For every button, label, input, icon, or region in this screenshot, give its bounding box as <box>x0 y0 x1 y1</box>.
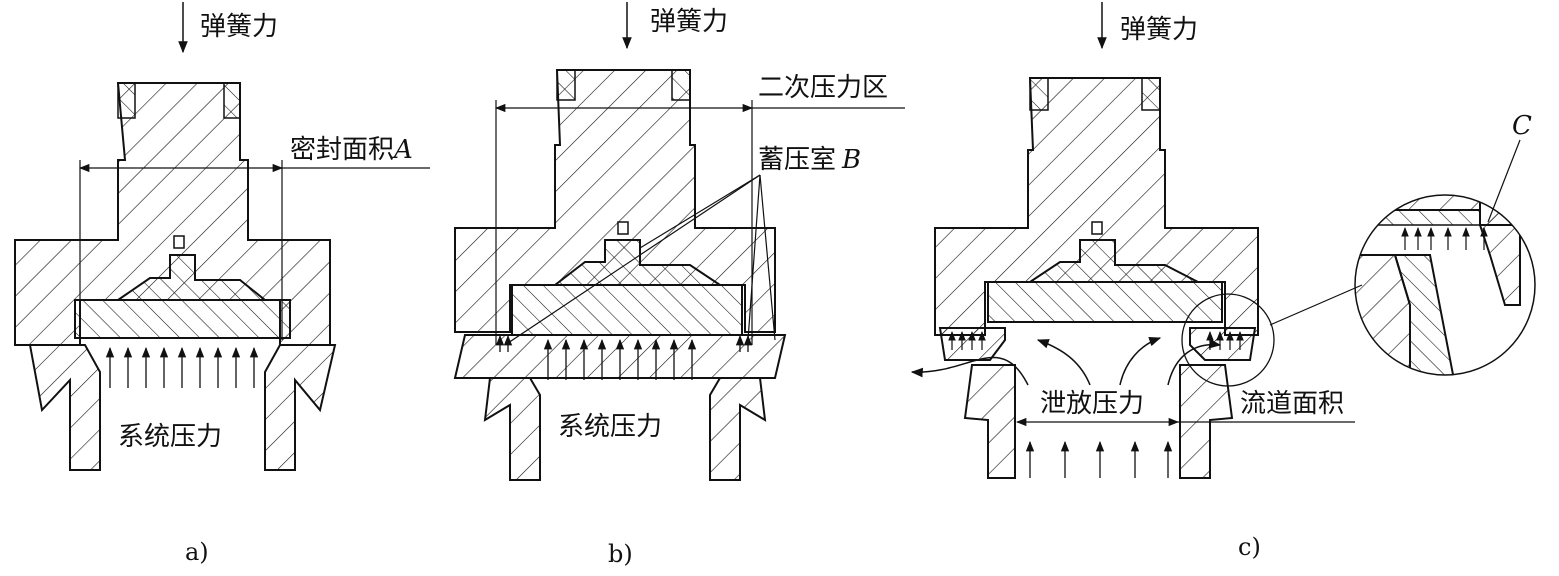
accum-leader-1-b <box>639 174 761 249</box>
spring-label-a: 弹簧力 <box>200 12 278 42</box>
nozzle-left-a <box>28 344 101 471</box>
detail-symbol-c: C <box>1512 111 1532 141</box>
panel-a: 弹簧力 密封面积A 系统压力 a) <box>14 2 430 566</box>
pin-c <box>1091 221 1103 235</box>
caption-b: b) <box>608 540 633 568</box>
guide-right-a <box>223 82 241 119</box>
guide-left-b <box>556 69 576 101</box>
spring-label-c: 弹簧力 <box>1120 15 1198 45</box>
disc-a <box>74 254 291 339</box>
guide-right-c <box>1141 77 1161 111</box>
guide-right-b <box>671 69 691 101</box>
system-pressure-arrows-a <box>105 346 259 388</box>
panel-b: 弹簧力 二次压力区 <box>453 2 905 568</box>
nozzle-left-b <box>483 377 541 481</box>
disc-holder-b <box>454 69 776 333</box>
flow-curve-mid-c <box>1036 339 1091 386</box>
accum-leader-3-b <box>747 174 761 341</box>
flow-curve-right-c <box>1167 338 1222 386</box>
flow-curve-mid2-c <box>1119 337 1162 386</box>
flow-area-label-c: 流道面积 <box>1240 389 1344 419</box>
disc-c <box>987 239 1223 323</box>
caption-a: a) <box>185 538 209 566</box>
detail-circle-c <box>1354 194 1536 376</box>
accum-leader-4-b <box>759 174 776 341</box>
accum-leader-2-b <box>504 174 761 346</box>
pin-a <box>173 235 185 249</box>
secondary-zone-label-b: 二次压力区 <box>758 73 888 103</box>
system-pressure-arrows-b <box>495 334 753 380</box>
seal-label-a: 密封面积A <box>290 135 413 165</box>
nozzle-right-b <box>709 377 767 481</box>
guide-left-a <box>117 82 136 119</box>
guide-left-c <box>1029 77 1049 111</box>
inlet-arrows-c <box>1025 440 1173 478</box>
detail-leader-c <box>1269 284 1363 326</box>
ring-right-c <box>1189 327 1257 361</box>
nozzle-left-c <box>963 364 1016 479</box>
flow-curve-left-c <box>910 356 1029 386</box>
nozzle-right-a <box>264 344 337 471</box>
relief-pressure-label-c: 泄放压力 <box>1040 389 1144 419</box>
pin-b <box>617 221 629 235</box>
detail-marker-c <box>1181 293 1275 387</box>
panel-c: 弹簧力 <box>910 2 1536 561</box>
detail-c-leader <box>1487 139 1521 223</box>
caption-c: c) <box>1238 533 1261 561</box>
system-pressure-label-a: 系统压力 <box>118 422 222 452</box>
system-pressure-label-b: 系统压力 <box>558 412 662 442</box>
spring-label-b: 弹簧力 <box>650 7 728 37</box>
